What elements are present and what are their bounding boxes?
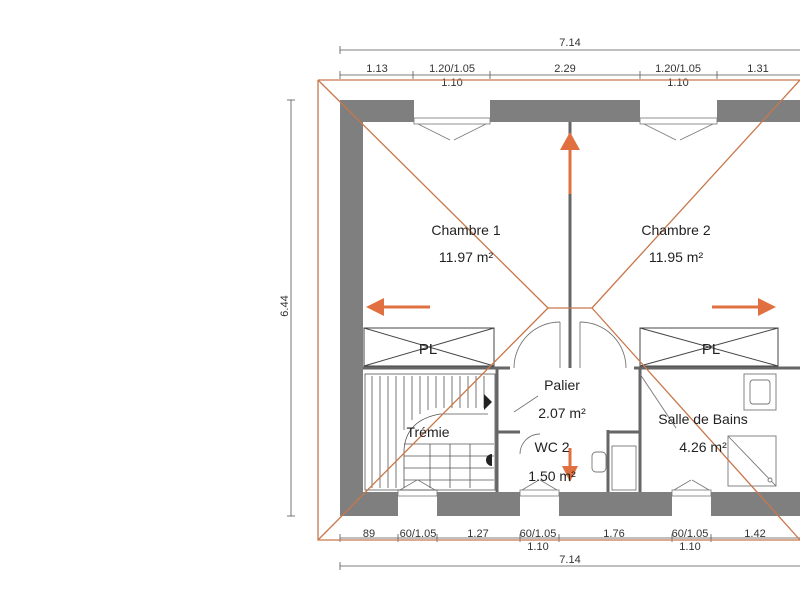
roof-lines	[317, 79, 800, 541]
room-wc-name: WC 2	[535, 439, 570, 455]
bottom-dimension-7: 1.42	[744, 528, 765, 540]
closet-right	[639, 327, 779, 367]
room-chambre-2-area: 11.95 m²	[649, 249, 704, 265]
top-window-right	[639, 117, 718, 141]
top-dimension-3: 2.29	[554, 63, 575, 75]
left-total-dimension: 6.44	[279, 295, 291, 316]
top-dimension-4: 1.20/1.05	[655, 63, 701, 75]
slope-arrows	[366, 132, 776, 482]
room-chambre-1-area: 11.97 m²	[439, 249, 494, 265]
staircase	[364, 373, 496, 491]
bottom-dimension-2: 60/1.05	[400, 528, 437, 540]
bottom-dimension-6: 60/1.05	[672, 528, 709, 540]
door-swings	[513, 321, 677, 455]
left-dimension-line	[287, 99, 295, 517]
bottom-sub-dimension-1: 1.10	[527, 541, 548, 553]
bottom-dimension-1: 89	[363, 528, 375, 540]
room-wc-area: 1.50 m²	[528, 468, 576, 484]
bathroom-fixtures	[591, 373, 777, 491]
top-dimension-1: 1.13	[366, 63, 387, 75]
top-total-dimension: 7.14	[559, 37, 580, 49]
room-palier-area: 2.07 m²	[538, 405, 586, 421]
top-sub-dimension-1: 1.10	[441, 77, 462, 89]
top-window-left	[413, 117, 491, 141]
top-sub-dimension-2: 1.10	[667, 77, 688, 89]
top-dimensions	[339, 46, 800, 79]
room-chambre-2-name: Chambre 2	[641, 222, 710, 238]
room-tremie-name: Trémie	[406, 424, 449, 440]
room-sdb-name: Salle de Bains	[658, 411, 748, 427]
interior-walls	[363, 122, 800, 492]
bottom-dimension-4: 60/1.05	[520, 528, 557, 540]
room-palier-name: Palier	[544, 377, 580, 393]
bottom-sub-dimension-2: 1.10	[679, 541, 700, 553]
room-sdb-area: 4.26 m²	[679, 439, 727, 455]
stair-arrow-icon	[484, 394, 492, 410]
closet-left	[363, 327, 495, 367]
bottom-dimension-3: 1.27	[467, 528, 488, 540]
top-dimension-2: 1.20/1.05	[429, 63, 475, 75]
bottom-dimension-5: 1.76	[603, 528, 624, 540]
bottom-total-dimension: 7.14	[559, 554, 580, 566]
bottom-dimensions	[339, 534, 800, 570]
room-chambre-1-name: Chambre 1	[431, 222, 500, 238]
stair-end-icon	[486, 454, 492, 466]
closet-right-label: PL	[702, 341, 720, 358]
exterior-walls	[340, 100, 800, 516]
top-dimension-5: 1.31	[747, 63, 768, 75]
closet-left-label: PL	[419, 341, 437, 358]
